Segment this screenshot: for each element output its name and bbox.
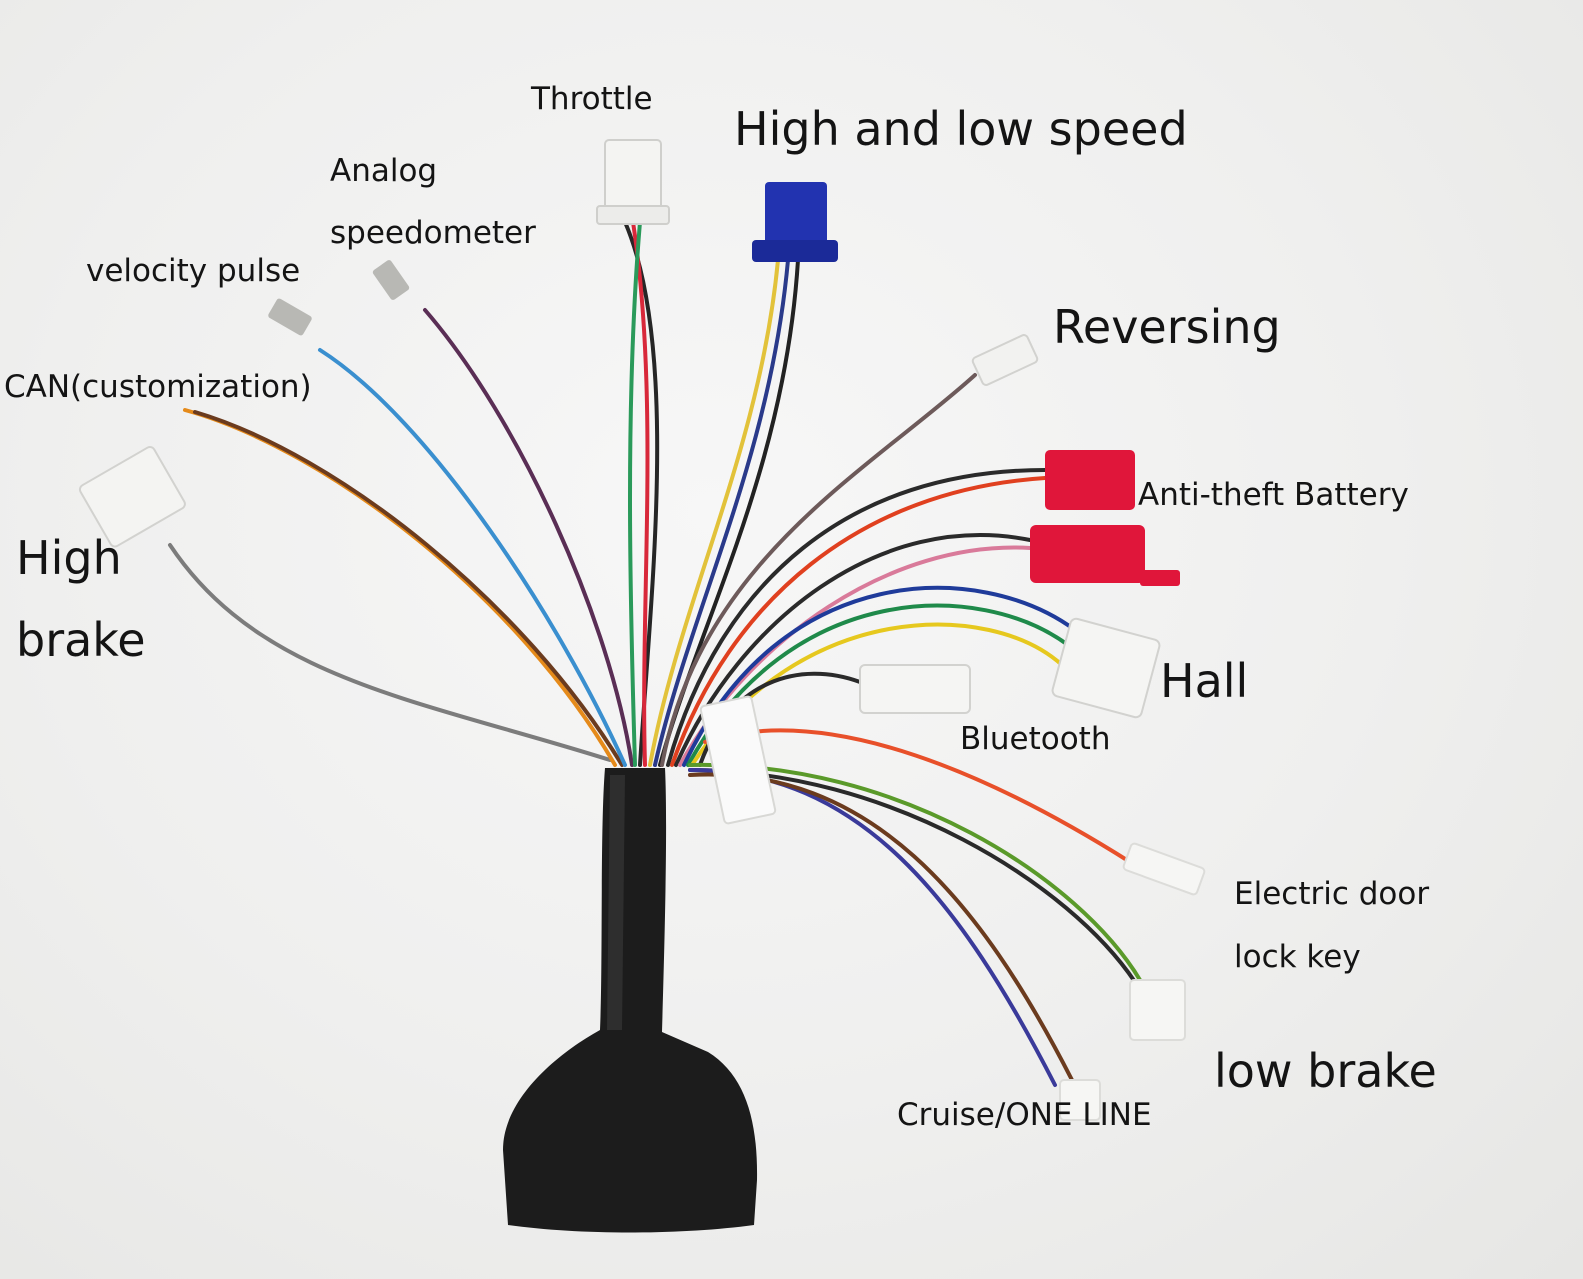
anti-theft-battery-connector-2: [1030, 525, 1180, 586]
analog-speedometer-terminal: [372, 260, 410, 300]
high-low-speed-connector: [752, 182, 838, 262]
wire-bundle: [168, 220, 1142, 1087]
wire-reversing: [660, 373, 977, 767]
anti-theft-battery-connector-1: [1045, 450, 1135, 510]
door-lock-connector: [1122, 842, 1206, 896]
label-high-brake-line2: brake: [16, 613, 146, 667]
velocity-pulse-terminal: [268, 298, 312, 336]
label-analog-line1: Analog: [330, 153, 438, 189]
throttle-connector: [596, 139, 670, 225]
bluetooth-connector: [859, 664, 971, 714]
wire-throttle-green: [628, 220, 642, 767]
label-door-lock-line2: lock key: [1234, 939, 1361, 975]
wire-analog-speedometer: [423, 308, 634, 767]
label-can: CAN(customization): [4, 369, 312, 405]
label-door-lock-line1: Electric door: [1234, 876, 1430, 912]
wire-battery-black: [666, 468, 1047, 767]
label-analog-line2: speedometer: [330, 215, 536, 251]
label-reversing: Reversing: [1053, 300, 1281, 354]
reversing-connector: [971, 334, 1039, 386]
wire-speed-yellow: [648, 258, 780, 767]
high-brake-connector: [78, 446, 186, 548]
label-cruise: Cruise/ONE LINE: [897, 1097, 1152, 1133]
wire-can-brown: [193, 410, 624, 767]
low-brake-connector: [1129, 979, 1186, 1041]
wire-throttle-red: [631, 220, 650, 767]
label-throttle: Throttle: [531, 81, 653, 117]
label-bluetooth: Bluetooth: [960, 721, 1111, 757]
wire-hall-blue: [682, 585, 1077, 767]
wire-velocity-pulse: [318, 348, 627, 767]
label-hall: Hall: [1160, 654, 1249, 708]
wire-low-brake-green: [688, 762, 1142, 982]
label-anti-theft-battery: Anti-theft Battery: [1138, 477, 1409, 513]
label-low-brake: low brake: [1214, 1044, 1437, 1098]
label-velocity-pulse: velocity pulse: [86, 253, 301, 289]
wire-speed-blue: [653, 258, 790, 767]
label-high-brake-line1: High: [16, 531, 122, 585]
hall-connector: [1051, 617, 1161, 719]
wire-can-orange: [183, 408, 617, 767]
wire-low-brake-black: [688, 768, 1137, 984]
cruise-terminal: [1059, 1079, 1101, 1121]
label-tag: [699, 695, 777, 825]
connectors: [78, 139, 1206, 1121]
wire-battery-red: [670, 476, 1047, 767]
controller-body: [503, 768, 758, 1233]
wire-high-brake: [168, 543, 612, 762]
label-high-low-speed: High and low speed: [734, 102, 1188, 156]
